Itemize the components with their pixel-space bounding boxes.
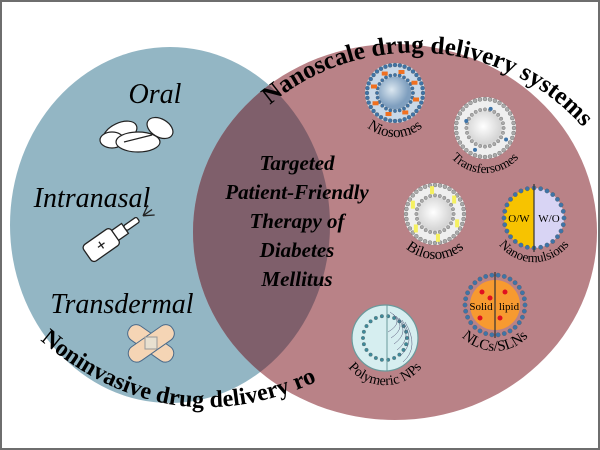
svg-text:Mellitus: Mellitus	[260, 267, 332, 291]
svg-text:Therapy of: Therapy of	[249, 209, 346, 233]
niosome-icon	[364, 62, 426, 124]
transfersome-icon	[453, 96, 517, 160]
nasal-spray-icon	[82, 204, 155, 263]
route-label-transdermal: Transdermal	[50, 289, 193, 320]
bandage-patch-icon	[127, 324, 175, 363]
svg-text:Diabetes: Diabetes	[259, 238, 335, 262]
bilosome-icon	[403, 182, 467, 246]
svg-text:Patient-Friendly: Patient-Friendly	[224, 180, 369, 204]
pills-icon	[99, 116, 174, 153]
nanoemulsion-ow-label: O/W	[508, 213, 530, 225]
polymeric-nanoparticle-icon	[351, 304, 419, 372]
route-label-oral: Oral	[129, 79, 182, 110]
nlc-solid-label: Solid	[469, 301, 493, 313]
route-label-intranasal: Intranasal	[33, 183, 151, 214]
lipid-nanoparticle-icon	[462, 272, 528, 338]
intersection-region	[193, 47, 330, 403]
nanoemulsion-wo-label: W/O	[538, 213, 559, 225]
nlc-lipid-label: lipid	[499, 301, 520, 313]
intersection-text: Targeted Patient-Friendly Therapy of Dia…	[224, 151, 369, 291]
nanoemulsion-icon	[501, 184, 567, 252]
svg-text:Targeted: Targeted	[259, 151, 335, 175]
